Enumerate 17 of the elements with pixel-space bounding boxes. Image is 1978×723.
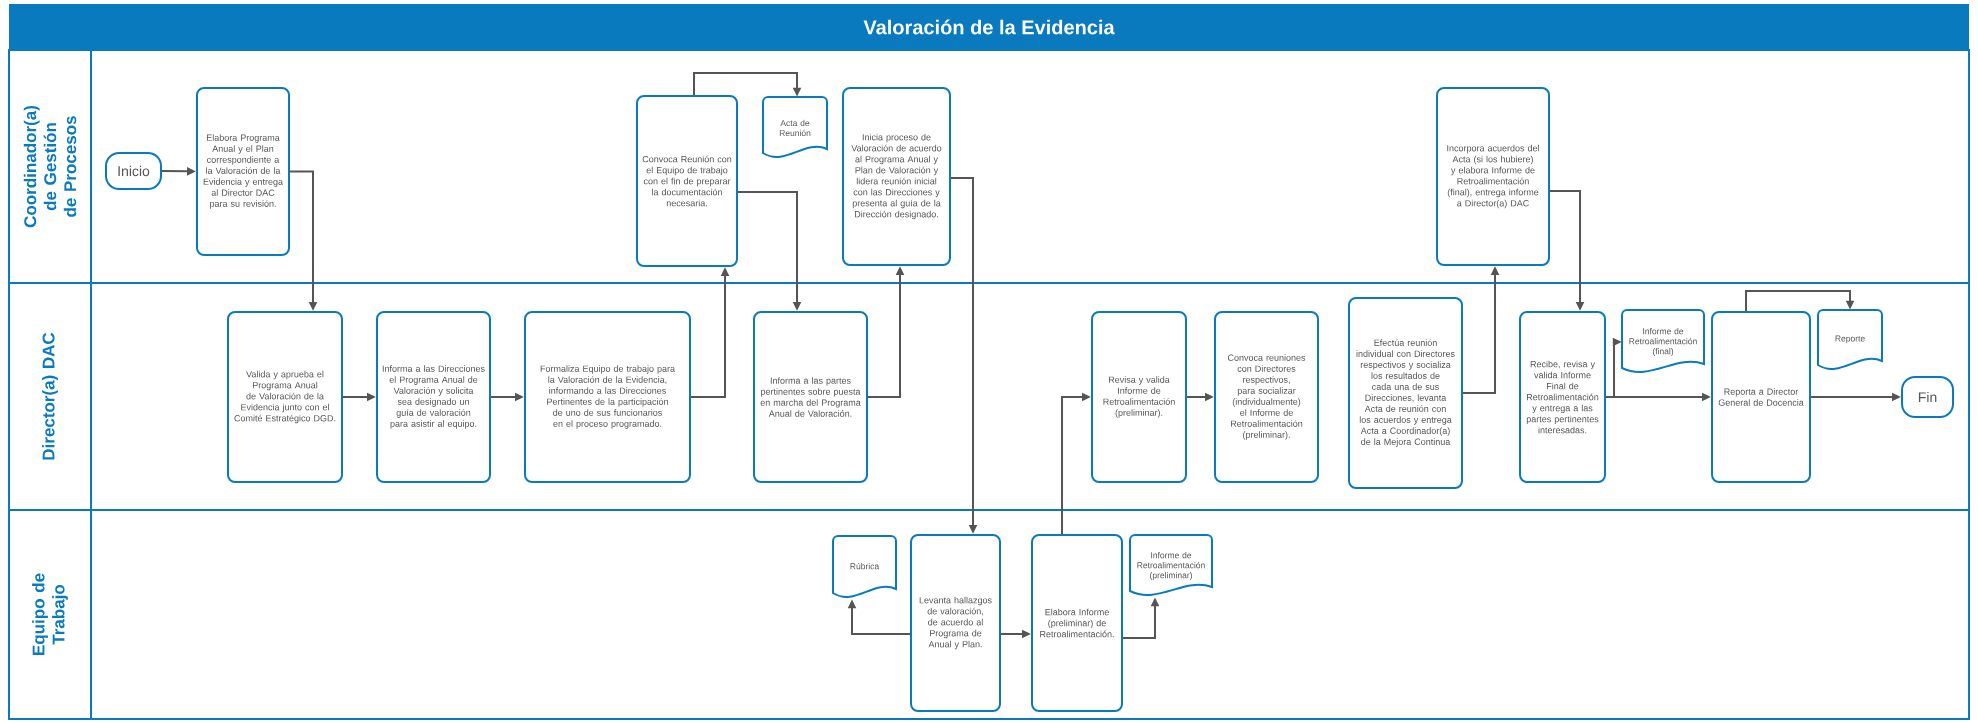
process-box: Informa a las partes pertinentes sobre puesta en marcha del Programa Anual de Valoración. (753, 311, 868, 483)
process-box: Recibe, revisa y valida Informe Final de Retroalimentación y entrega a las partes pertinentes interesadas. (1519, 311, 1606, 483)
process-box: Reporta a Director General de Docencia (1711, 311, 1811, 483)
process-box: Efectúa reunión individual con Directores respectivos y socializa los resultados de cada una de sus Direcciones, levanta Acta de reunión con los acuerdos y entrega Acta a Coordinador(a) de la Mejora Continua (1348, 297, 1463, 489)
process-box: Levanta hallazgos de valoración, de acuerdo al Programa de Anual y Plan. (910, 534, 1001, 712)
process-box: Incorpora acuerdos del Acta (si los hubiere) y elabora Informe de Retroalimentación (final), entrega informe a Director(a) DAC (1436, 87, 1550, 266)
arrow (1745, 290, 1855, 312)
process-box: Revisa y valida Informe de Retroalimentación (preliminar). (1091, 311, 1187, 483)
title-bar: Valoración de la Evidencia (9, 4, 1969, 50)
process-box: Elabora Programa Anual y el Plan correspondiente a la Valoración de la Evidencia y entrega al Director DAC para su revisión. (196, 87, 290, 256)
process-box: Valida y aprueba el Programa Anual de Valoración de la Evidencia junto con el Comité Estratégico DGD. (227, 311, 343, 483)
process-box: Inicia proceso de Valoración de acuerdo al Programa Anual y Plan de Valoración y lidera reunión inicial con las Direcciones y presenta al guía de la Dirección designado. (842, 87, 951, 266)
process-box: Convoca reuniones con Directores respectivos, para socializar (individualmente) el Informe de Retroalimentación (preliminar). (1214, 311, 1319, 483)
process-box: Convoca Reunión con el Equipo de trabajo con el fin de preparar la documentación necesaria. (636, 95, 738, 267)
process-box: Informa a las Direcciones el Programa Anual de Valoración y solicita sea designado un guía de valoración para asistir al equipo. (376, 311, 491, 483)
process-box: Elabora Informe (preliminar) de Retroalimentación. (1031, 534, 1123, 712)
process-box: Formaliza Equipo de trabajo para la Valoración de la Evidencia, informando a las Direcciones Pertinentes de la participación de uno de sus funcionarios en el proceso programado. (524, 311, 691, 483)
